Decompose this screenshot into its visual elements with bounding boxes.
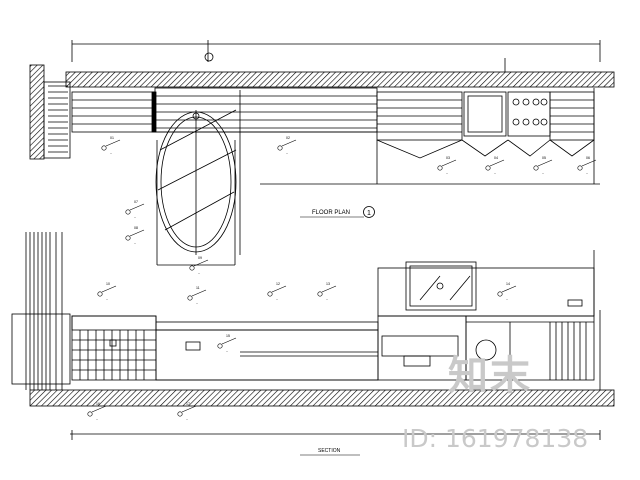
tag-sub: -- — [506, 297, 508, 301]
tag-code: 08 — [134, 226, 138, 230]
lower-annotation-tags: 10 -- 11 -- 12 -- 13 -- 14 -- 15 -- 16 -- 17 -- — [87, 282, 517, 421]
section-title: SECTION — [318, 448, 341, 454]
section-elevation — [11, 232, 615, 440]
plan-title-block: FLOOR PLAN 1 — [300, 206, 375, 218]
tag-code: 11 — [196, 286, 200, 290]
tag-bubble — [485, 165, 491, 171]
main-counter — [154, 87, 378, 133]
tag-bubble — [125, 235, 131, 241]
tag-sub: -- — [96, 417, 98, 421]
tag-bubble — [187, 295, 193, 301]
annotation-tag: 13 -- — [317, 282, 337, 301]
tag-bubble — [101, 145, 107, 151]
annotation-tag: 11 -- — [187, 286, 207, 305]
tag-bubble — [317, 291, 323, 297]
annotation-tag: 09 -- — [189, 256, 209, 275]
tag-bubble — [277, 145, 283, 151]
stair-left — [48, 85, 68, 153]
tag-bubble — [125, 209, 131, 215]
tag-code: 10 — [106, 282, 110, 286]
tag-bubble — [177, 411, 183, 417]
fridge-unit — [463, 91, 507, 137]
annotation-tag: 14 -- — [497, 282, 517, 301]
tag-sub: -- — [196, 301, 198, 305]
section-title-block: SECTION — [300, 448, 360, 456]
tag-sub: -- — [226, 349, 228, 353]
counter-top — [155, 321, 379, 331]
tag-sub: -- — [286, 151, 288, 155]
range-hood — [405, 261, 477, 311]
tag-bubble — [533, 165, 539, 171]
annotation-tag: 12 -- — [267, 282, 287, 301]
tag-sub: -- — [134, 215, 136, 219]
tag-bubble — [189, 265, 195, 271]
annotation-tag: 01 -- — [101, 136, 121, 155]
left-counter — [71, 91, 156, 133]
tag-code: 06 — [586, 156, 590, 160]
floor-plan — [29, 40, 615, 266]
tag-code: 13 — [326, 282, 330, 286]
tag-code: 12 — [276, 282, 280, 286]
tag-sub: -- — [106, 297, 108, 301]
upper-annotation-tags: 01 -- 02 -- 03 -- 04 -- 05 -- 06 -- 07 -- 08 -- 09 -- — [101, 136, 597, 275]
plan-marker: 1 — [367, 210, 371, 217]
tag-code: 07 — [134, 200, 138, 204]
annotation-tag: 07 -- — [125, 200, 145, 219]
annotation-tag: 04 -- — [485, 156, 505, 175]
annotation-tag: 17 -- — [177, 402, 197, 421]
annotation-tag: 08 -- — [125, 226, 145, 245]
tag-sub: -- — [110, 151, 112, 155]
tag-sub: -- — [276, 297, 278, 301]
tag-sub: -- — [542, 171, 544, 175]
floor-slab — [29, 389, 615, 407]
annotation-tag: 05 -- — [533, 156, 553, 175]
plan-title: FLOOR PLAN — [312, 210, 350, 216]
tag-code: 01 — [110, 136, 114, 140]
tag-sub: -- — [446, 171, 448, 175]
tag-bubble — [87, 411, 93, 417]
tag-bubble — [217, 343, 223, 349]
tag-sub: -- — [326, 297, 328, 301]
annotation-tag: 03 -- — [437, 156, 457, 175]
tag-bubble — [267, 291, 273, 297]
annotation-tag: 06 -- — [577, 156, 597, 175]
left-column-hatch — [29, 64, 45, 160]
tag-code: 04 — [494, 156, 498, 160]
tag-code: 03 — [446, 156, 450, 160]
watermark-logo: 知末 — [448, 353, 532, 399]
tag-sub: -- — [494, 171, 496, 175]
tag-code: 17 — [186, 402, 190, 406]
tag-bubble — [97, 291, 103, 297]
tag-code: 02 — [286, 136, 290, 140]
watermark-id: ID: 161978138 — [402, 424, 589, 453]
tag-bubble — [577, 165, 583, 171]
tag-sub: -- — [186, 417, 188, 421]
tag-sub: -- — [586, 171, 588, 175]
top-wall — [65, 71, 615, 88]
wine-rack — [507, 91, 551, 137]
annotation-tag: 02 -- — [277, 136, 297, 155]
annotation-tag: 10 -- — [97, 282, 117, 301]
tag-bubble — [437, 165, 443, 171]
tag-code: 05 — [542, 156, 546, 160]
tag-code: 15 — [226, 334, 230, 338]
annotation-tag: 16 -- — [87, 402, 107, 421]
tag-code: 09 — [198, 256, 202, 260]
tag-code: 14 — [506, 282, 510, 286]
tag-bubble — [497, 291, 503, 297]
annotation-tag: 15 -- — [217, 334, 237, 353]
tag-sub: -- — [198, 271, 200, 275]
tag-code: 16 — [96, 402, 100, 406]
tag-sub: -- — [134, 241, 136, 245]
